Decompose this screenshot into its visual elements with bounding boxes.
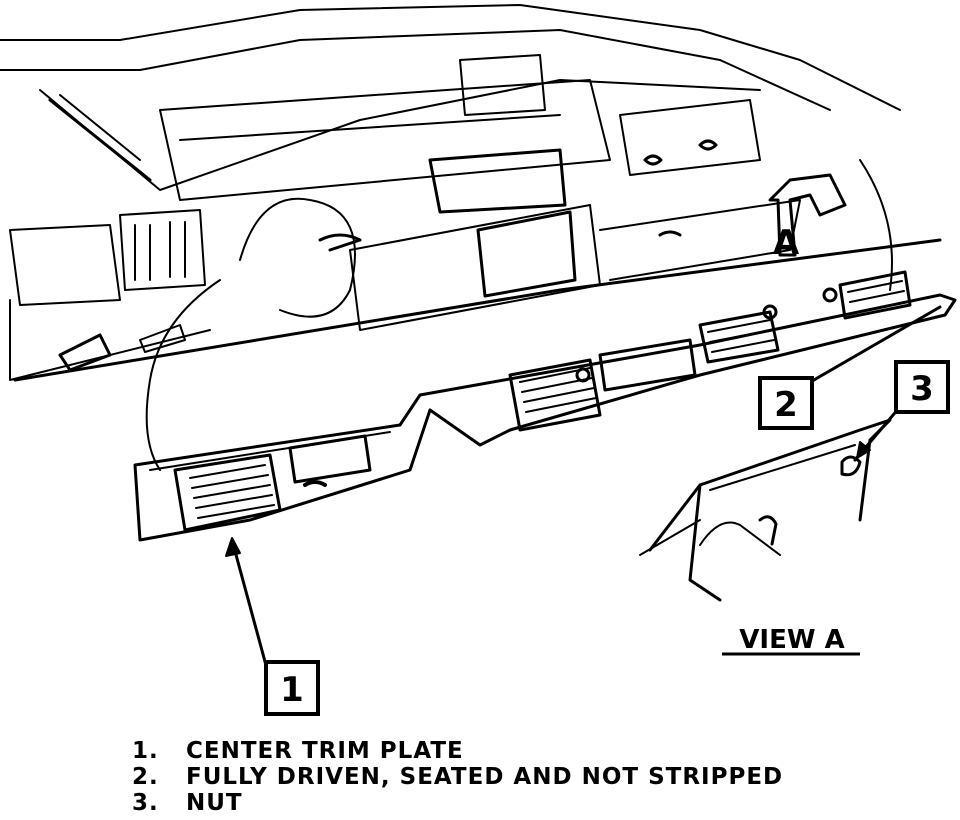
view-a-label: VIEW A bbox=[722, 625, 860, 656]
callout-3: 3 bbox=[894, 360, 950, 414]
legend: 1. CENTER TRIM PLATE 2. FULLY DRIVEN, SE… bbox=[132, 738, 952, 816]
legend-text: FULLY DRIVEN, SEATED AND NOT STRIPPED bbox=[186, 764, 784, 790]
callout-1: 1 bbox=[264, 660, 320, 716]
legend-text: NUT bbox=[186, 790, 243, 816]
legend-item: 3. NUT bbox=[132, 790, 952, 816]
callout-3-number: 3 bbox=[910, 369, 934, 409]
legend-number: 2. bbox=[132, 764, 159, 790]
callout-2: 2 bbox=[758, 376, 814, 430]
callout-2-number: 2 bbox=[774, 385, 798, 425]
legend-item: 1. CENTER TRIM PLATE bbox=[132, 738, 952, 764]
callout-1-number: 1 bbox=[280, 670, 304, 710]
view-a-label-text: VIEW A bbox=[739, 625, 844, 655]
legend-number: 1. bbox=[132, 738, 159, 764]
view-arrow-letter: A bbox=[773, 223, 800, 263]
legend-text: CENTER TRIM PLATE bbox=[186, 738, 464, 764]
legend-number: 3. bbox=[132, 790, 159, 816]
instrument-panel-drawing bbox=[0, 4, 957, 682]
legend-item: 2. FULLY DRIVEN, SEATED AND NOT STRIPPED bbox=[132, 764, 952, 790]
